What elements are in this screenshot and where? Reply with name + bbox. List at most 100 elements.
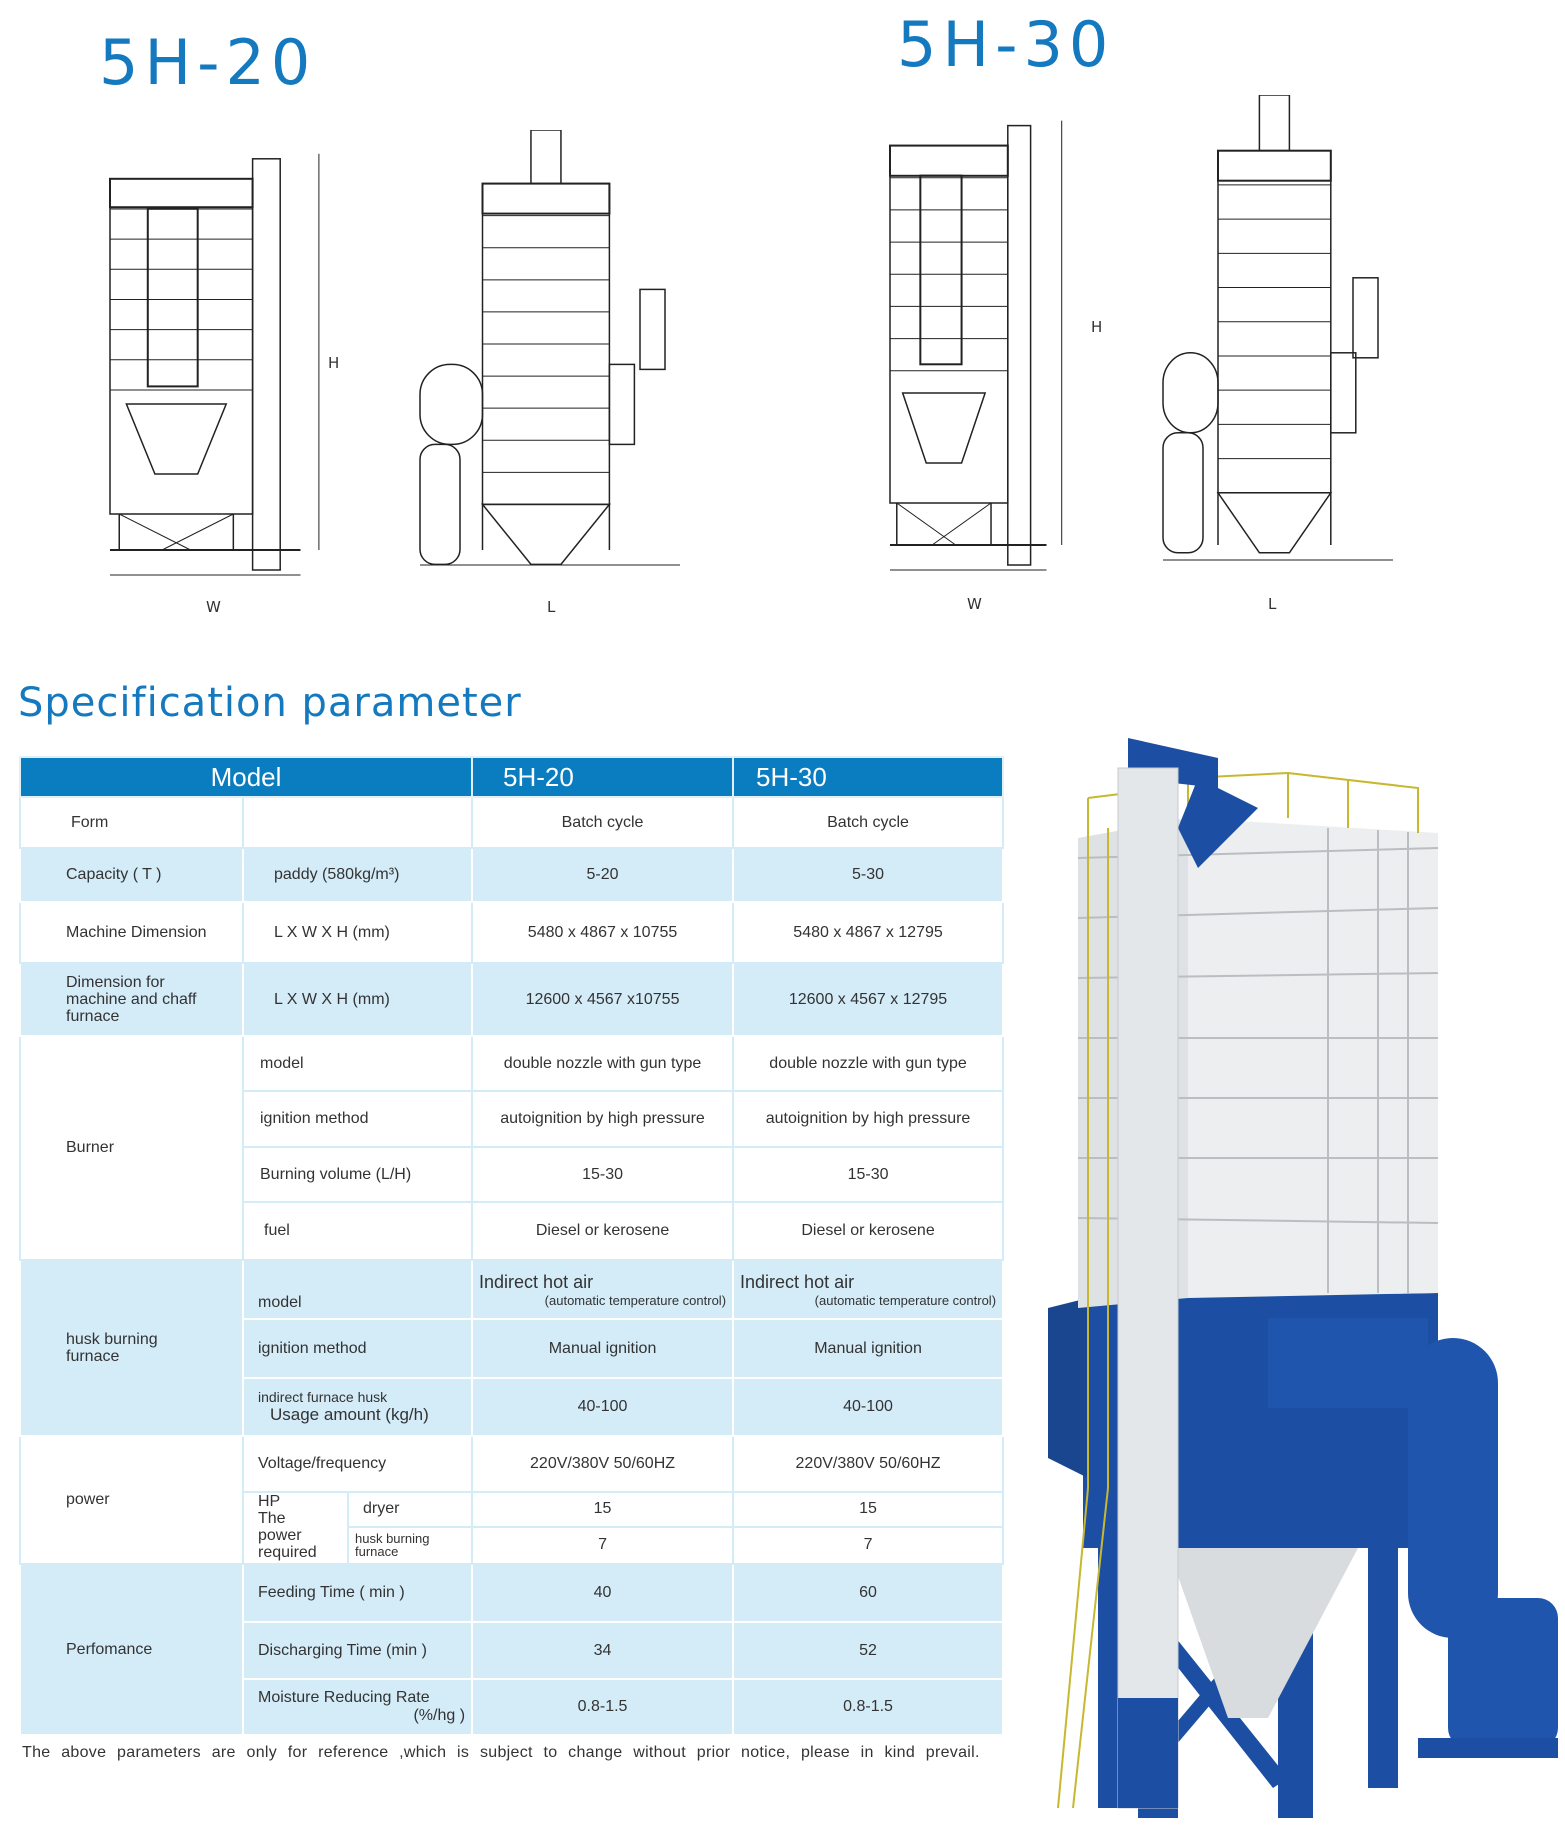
cell-line: Indirect hot air: [479, 1271, 594, 1292]
cell: Indirect hot air(automatic temperature c…: [471, 1259, 735, 1320]
cell: 15-30: [471, 1146, 735, 1203]
hp-label: HP: [258, 1493, 281, 1510]
spec-table: Model 5H-20 5H-30 Form Batch cycle Batch…: [18, 756, 1005, 1736]
row-sublabel: ignition method: [241, 1318, 474, 1379]
cell: 40-100: [471, 1377, 735, 1437]
side-view-drawing-5h-20: [419, 130, 680, 566]
height-label: H: [328, 354, 340, 372]
cell: 60: [732, 1563, 1005, 1623]
row-label: Dimension for machine and chaff furnace: [19, 962, 244, 1037]
cell: Indirect hot air(automatic temperature c…: [732, 1259, 1005, 1320]
row-label: husk burning furnace: [19, 1259, 244, 1437]
cell: 0.8-1.5: [471, 1678, 735, 1736]
row-sublabel: L X W X H (mm): [241, 962, 474, 1037]
cell: double nozzle with gun type: [732, 1035, 1005, 1092]
row-label: Burner: [19, 1035, 244, 1261]
sublabel-line: indirect furnace husk: [258, 1389, 388, 1405]
table-row: Burning volume (L/H) 15-30 15-30: [20, 1146, 1005, 1203]
cell: 12600 x 4567 x 12795: [732, 962, 1005, 1037]
width-label: W: [967, 595, 982, 613]
drying-bin: [1188, 818, 1438, 1298]
table-row: Capacity ( T ) paddy (580kg/m³) 5-20 5-3…: [19, 847, 1005, 903]
row-sublabel: husk burning furnace: [346, 1525, 474, 1566]
cell: autoignition by high pressure: [471, 1090, 735, 1148]
header-model: Model: [18, 756, 474, 798]
cell: Diesel or kerosene: [732, 1201, 1005, 1261]
cell: Manual ignition: [732, 1318, 1005, 1379]
row-sublabel: paddy (580kg/m³): [241, 847, 474, 903]
cell: Batch cycle: [732, 796, 1005, 849]
table-row: fuel Diesel or kerosene Diesel or kerose…: [20, 1201, 1005, 1261]
row-sublabel: model: [241, 1259, 474, 1320]
front-view-drawing-5h-20: [109, 153, 320, 576]
cell: Diesel or kerosene: [471, 1201, 735, 1261]
cell: 7: [471, 1525, 735, 1566]
row-sublabel: model: [241, 1035, 474, 1092]
table-row: husk burning furnace model Indirect hot …: [19, 1259, 1005, 1437]
footnote: The above parameters are only for refere…: [22, 1744, 980, 1761]
bucket-elevator: [1117, 767, 1179, 1809]
header-5h-20: 5H-20: [471, 756, 735, 798]
cell: Manual ignition: [471, 1318, 735, 1379]
table-row: Perfomance Feeding Time ( min ) 40 60: [19, 1563, 1005, 1736]
cell: 220V/380V 50/60HZ: [471, 1435, 735, 1493]
grain-dryer-illustration: [1048, 738, 1558, 1818]
front-view-drawing-5h-30: [889, 120, 1063, 571]
cell: 5-30: [732, 847, 1005, 903]
row-sublabel: Feeding Time ( min ): [241, 1563, 474, 1623]
table-row: Moisture Reducing Rate(%/hg ) 0.8-1.5 0.…: [20, 1678, 1005, 1736]
table-row: Form Batch cycle Batch cycle: [19, 796, 1005, 849]
cell: 40-100: [732, 1377, 1005, 1437]
table-row: Discharging Time (min ) 34 52: [20, 1621, 1005, 1680]
hp-desc: The power required: [258, 1510, 317, 1561]
header-5h-30: 5H-30: [732, 756, 1005, 798]
table-row: ignition method autoignition by high pre…: [20, 1090, 1005, 1148]
hopper: [1168, 1548, 1358, 1718]
row-label: Form: [19, 796, 244, 849]
cell: 34: [471, 1621, 735, 1680]
cell: 12600 x 4567 x10755: [471, 962, 735, 1037]
length-label: L: [547, 598, 556, 616]
cell-line: Indirect hot air: [740, 1271, 855, 1292]
cell: 52: [732, 1621, 1005, 1680]
table-row: ignition method Manual ignition Manual i…: [20, 1318, 1005, 1379]
cell-line: (automatic temperature control): [814, 1292, 997, 1308]
row-label: Perfomance: [19, 1563, 244, 1736]
table-row: Burner model double nozzle with gun type…: [19, 1035, 1005, 1261]
cell: 15: [732, 1491, 1005, 1528]
row-sublabel: ignition method: [241, 1090, 474, 1148]
row-label: power: [19, 1435, 244, 1565]
cell: 40: [471, 1563, 735, 1623]
row-label: Capacity ( T ): [19, 847, 244, 903]
row-sublabel: L X W X H (mm): [241, 901, 474, 964]
cell: 15: [471, 1491, 735, 1528]
cell: 220V/380V 50/60HZ: [732, 1435, 1005, 1493]
fan-duct: [1268, 1318, 1558, 1758]
section-title: Specification parameter: [18, 680, 522, 726]
height-label: H: [1091, 318, 1103, 336]
length-label: L: [1268, 595, 1277, 613]
table-row: power Voltage/frequency 220V/380V 50/60H…: [19, 1435, 1005, 1565]
row-sublabel: dryer: [346, 1491, 474, 1528]
cell: 0.8-1.5: [732, 1678, 1005, 1736]
width-label: W: [206, 598, 221, 616]
row-sublabel: Discharging Time (min ): [241, 1621, 474, 1680]
ladder: [1057, 828, 1109, 1809]
row-sublabel: Moisture Reducing Rate(%/hg ): [241, 1678, 474, 1736]
row-sublabel: Voltage/frequency: [241, 1435, 474, 1493]
cell: autoignition by high pressure: [732, 1090, 1005, 1148]
sublabel-line: (%/hg ): [413, 1707, 466, 1724]
row-sublabel: fuel: [241, 1201, 474, 1261]
sublabel-line: Usage amount (kg/h): [270, 1405, 429, 1424]
row-sublabel: Burning volume (L/H): [241, 1146, 474, 1203]
cell: double nozzle with gun type: [471, 1035, 735, 1092]
cell: 15-30: [732, 1146, 1005, 1203]
cell: 5-20: [471, 847, 735, 903]
cell: 7: [732, 1525, 1005, 1566]
row-label: Machine Dimension: [19, 901, 244, 964]
table-row: husk burning furnace 7 7: [20, 1525, 1005, 1566]
